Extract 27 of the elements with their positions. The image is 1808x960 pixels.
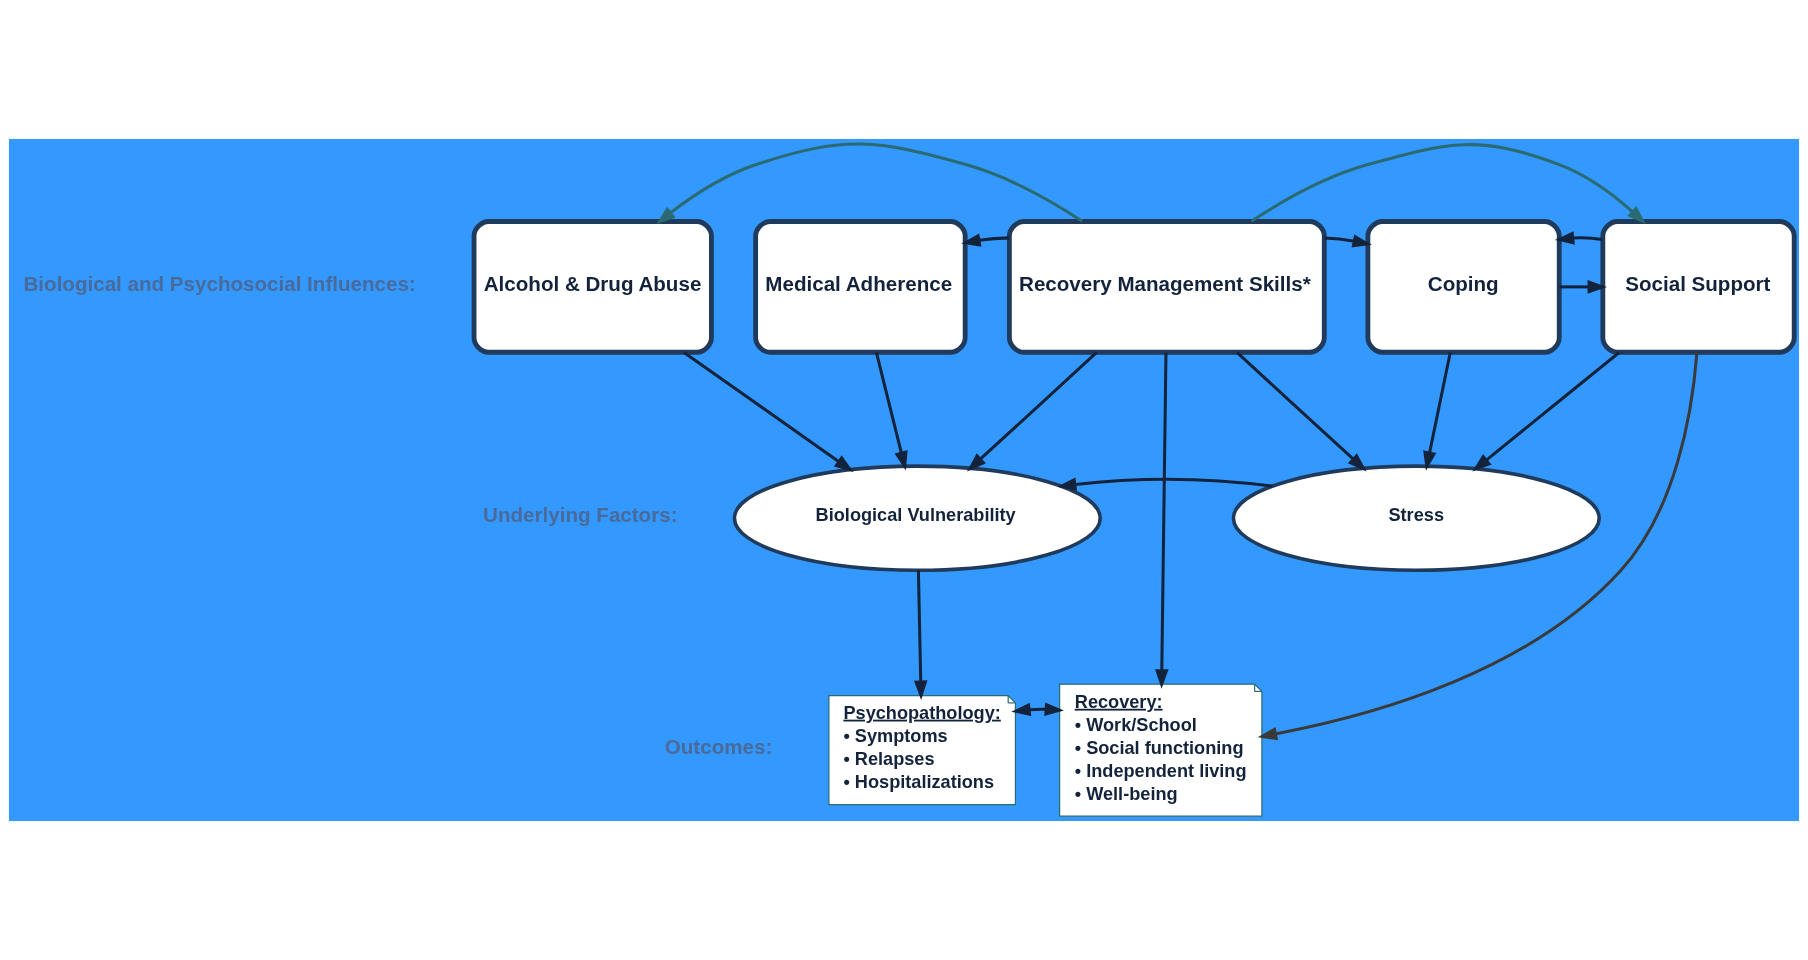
node-box: Alcohol & Drug Abuse xyxy=(471,219,714,355)
arrow xyxy=(1423,352,1452,471)
node-ellipse: Biological Vulnerability xyxy=(732,464,1103,573)
arrow xyxy=(1250,143,1646,225)
arrow xyxy=(656,142,1083,225)
arrow xyxy=(1235,351,1367,472)
arrow xyxy=(1155,352,1169,689)
label: Outcomes: xyxy=(664,734,773,758)
node-box: Recovery Management Skills* xyxy=(1006,219,1327,355)
arrow xyxy=(1057,477,1273,492)
arrow xyxy=(874,352,908,471)
arrow xyxy=(1011,702,1064,717)
arrow xyxy=(1554,231,1603,245)
arrow xyxy=(961,233,1010,247)
arrow xyxy=(913,570,928,700)
arrow xyxy=(683,351,854,473)
arrow xyxy=(1257,352,1699,741)
arrow xyxy=(1324,234,1372,248)
arrow xyxy=(1472,351,1621,472)
node-ellipse: Stress xyxy=(1231,464,1601,573)
node-box: Social Support xyxy=(1600,219,1797,355)
label: Underlying Factors: xyxy=(483,502,678,526)
arrow xyxy=(966,351,1098,472)
node-box: Coping xyxy=(1365,219,1562,355)
arrow xyxy=(1559,280,1607,294)
node-box: Medical Adherence xyxy=(753,219,968,355)
label: Biological and Psychosocial Influences: xyxy=(23,271,416,295)
